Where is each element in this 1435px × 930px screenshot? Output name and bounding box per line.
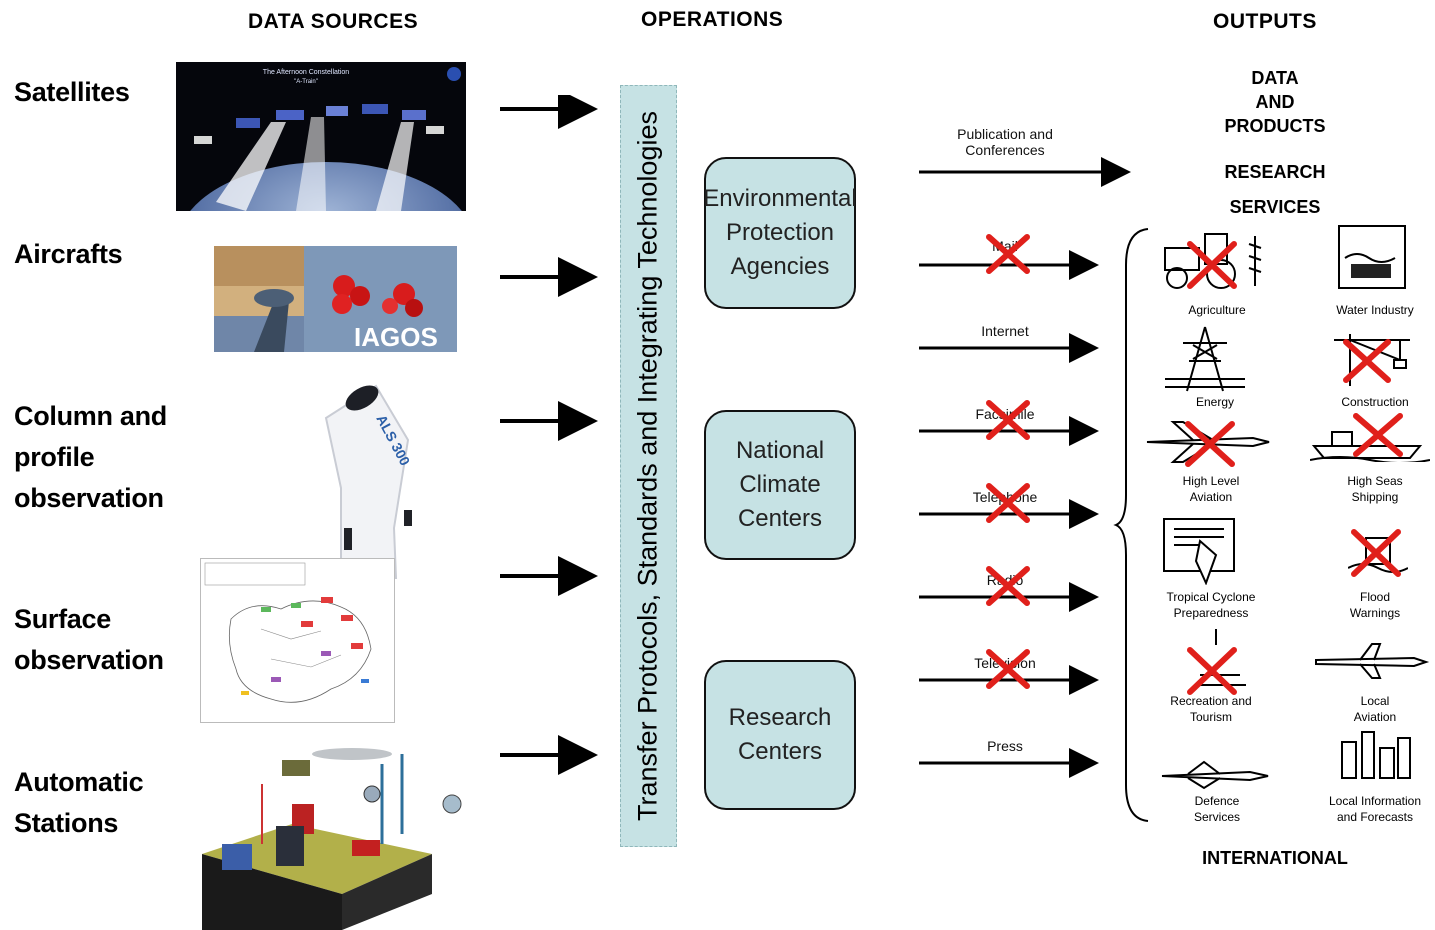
outputs-international: INTERNATIONAL <box>1202 848 1348 868</box>
service-label-water-industry: Water Industry <box>1336 303 1414 317</box>
source-label-satellites: Satellites <box>14 77 130 107</box>
op-box-research-centers: Research Centers <box>704 660 856 810</box>
pylon-icon <box>1165 326 1245 392</box>
service-label-energy: Energy <box>1195 395 1235 409</box>
cyclone-icon <box>1163 518 1235 585</box>
cross-mark-high-level-aviation <box>1185 421 1235 467</box>
outputs-services: SERVICES <box>1229 197 1321 217</box>
lidar-instrument-image: ALS 300 <box>316 378 416 584</box>
op-box-environmental-protection: Environmental Protection Agencies <box>703 157 857 309</box>
source-label-aircrafts: Aircrafts <box>14 239 123 269</box>
service-label-construction: Construction <box>1341 395 1409 409</box>
satellite-title-text: The Afternoon Constellation <box>263 69 349 76</box>
water-icon <box>1338 225 1406 289</box>
service-label-local-information: Local Information and Forecasts <box>1328 794 1422 824</box>
automatic-station-image <box>202 744 490 930</box>
plane-icon <box>1315 643 1430 679</box>
cross-mark-construction <box>1343 339 1391 383</box>
outputs-research: RESEARCH <box>1224 162 1326 182</box>
service-label-defence-services: Defence Services <box>1193 794 1240 824</box>
op-box-national-climate: National Climate Centers <box>704 410 856 560</box>
fighter-icon <box>1161 760 1269 790</box>
service-label-high-level-aviation: High Level Aviation <box>1182 474 1240 504</box>
channel-arrows <box>919 157 1131 778</box>
channel-label-internet: Internet <box>981 323 1029 339</box>
cross-mark-mail <box>986 234 1030 274</box>
cross-mark-recreation-tourism <box>1187 647 1237 695</box>
cross-mark-facsimile <box>986 400 1030 440</box>
cross-mark-flood-warnings <box>1351 529 1401 577</box>
surface-map-image <box>200 558 395 723</box>
outputs-header: OUTPUTS <box>1213 10 1317 33</box>
outputs-data-products: DATA AND PRODUCTS <box>1224 68 1326 136</box>
satellite-constellation-image: The Afternoon Constellation "A-Train" <box>176 62 466 211</box>
data-sources-header: DATA SOURCES <box>248 10 419 33</box>
ship-icon <box>1310 431 1430 462</box>
service-label-agriculture: Agriculture <box>1188 303 1246 317</box>
source-label-surface: Surface observation <box>14 604 164 675</box>
satellite-subtitle-text: "A-Train" <box>294 79 318 85</box>
town-icon <box>1341 731 1411 779</box>
channel-label-press: Press <box>987 738 1023 754</box>
service-label-recreation-tourism: Recreation and Tourism <box>1170 694 1252 724</box>
service-label-flood-warnings: Flood Warnings <box>1349 590 1401 620</box>
services-brace <box>1113 228 1149 822</box>
source-label-column-profile: Column and profile observation <box>14 401 167 513</box>
transfer-protocols-text: Transfer Protocols, Standards and Integr… <box>632 111 663 821</box>
cross-mark-radio <box>986 566 1030 606</box>
service-label-high-seas-shipping: High Seas Shipping <box>1347 474 1403 504</box>
crane-icon <box>1334 334 1410 386</box>
cross-mark-agriculture <box>1187 241 1237 289</box>
service-label-local-aviation: Local Aviation <box>1353 694 1397 724</box>
cross-mark-high-seas-shipping <box>1353 413 1403 457</box>
source-arrows <box>500 95 598 775</box>
operations-header: OPERATIONS <box>641 8 784 31</box>
channel-label-publication: Publication and Conferences <box>957 126 1053 158</box>
transfer-protocols-band <box>620 85 677 847</box>
aircraft-iagos-image: IAGOS <box>214 246 457 352</box>
source-label-automatic-stations: Automatic Stations <box>14 767 144 838</box>
service-label-tropical-cyclone: Tropical Cyclone Preparedness <box>1166 590 1256 620</box>
iagos-logo-text: IAGOS <box>354 322 438 352</box>
cross-mark-television <box>986 649 1030 689</box>
cross-mark-telephone <box>986 483 1030 523</box>
